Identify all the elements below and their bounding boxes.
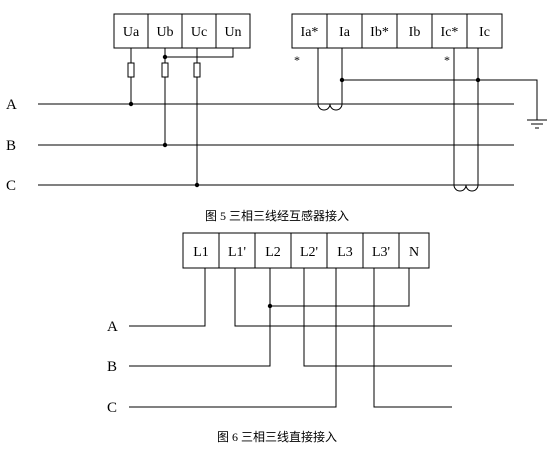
figure-5-caption: 图 5 三相三线经互感器接入: [205, 208, 349, 223]
terminal-ib-star-box: [361, 13, 398, 49]
phase-c-label-2: C: [107, 400, 117, 416]
junction-ub-b: [162, 142, 168, 148]
terminal-l1p-label: L1': [228, 245, 246, 260]
terminal-un-label: Un: [224, 25, 241, 40]
junction-ia-common: [339, 77, 345, 83]
terminal-ic-star-box: [431, 13, 468, 49]
line-c-in: [129, 268, 337, 408]
terminal-l3-label: L3: [337, 245, 353, 260]
terminal-un-box: [215, 13, 251, 49]
terminal-ia-box: [326, 13, 363, 49]
ct-loop-c: [453, 48, 479, 192]
terminal-l2-label: L2: [265, 245, 281, 260]
terminal-ub-box: [147, 13, 183, 49]
terminal-ic-label: Ic: [479, 25, 490, 40]
terminal-ua-box: [113, 13, 149, 49]
voltage-terminal-block: Ua Ub Uc Un: [113, 13, 251, 49]
junction-uc-c: [194, 182, 200, 188]
terminal-n-box: [398, 232, 430, 269]
wire-n: [270, 268, 410, 307]
figure-6: L1 L1' L2 L2' L3 L3' N A B C 图 6 三相三线直接接…: [107, 232, 452, 444]
terminal-ia-star-label: Ia*: [301, 25, 319, 40]
phase-b-label: B: [6, 138, 16, 154]
line-c-out: [373, 268, 452, 408]
wire-un: [165, 48, 234, 58]
terminal-uc-label: Uc: [191, 25, 207, 40]
line-b-out: [303, 268, 452, 367]
terminal-n-label: N: [409, 245, 419, 260]
terminal-ua-label: Ua: [123, 25, 140, 40]
terminal-l3p-box: [362, 232, 400, 269]
terminal-l3-box: [326, 232, 364, 269]
ct-loop-a: [317, 48, 343, 111]
terminal-ia-label: Ia: [339, 25, 351, 40]
phase-a-label: A: [6, 97, 17, 113]
figure-6-caption: 图 6 三相三线直接接入: [217, 429, 337, 444]
line-a-in: [129, 268, 206, 327]
terminal-l2-box: [254, 232, 292, 269]
terminal-ib-label: Ib: [409, 25, 421, 40]
terminal-l2p-label: L2': [300, 245, 318, 260]
terminal-l1-label: L1: [193, 245, 209, 260]
junction-un: [162, 54, 168, 60]
direct-terminal-block: L1 L1' L2 L2' L3 L3' N: [182, 232, 430, 269]
terminal-ib-star-label: Ib*: [370, 25, 389, 40]
polarity-mark-ia: *: [294, 53, 300, 67]
terminal-uc-box: [181, 13, 217, 49]
terminal-ia-star-box: [291, 13, 328, 49]
phase-a-label-2: A: [107, 319, 118, 335]
fuse-ub: [161, 62, 169, 78]
ground-icon: [527, 119, 547, 129]
junction-ua-a: [128, 101, 134, 107]
terminal-l1-box: [182, 232, 220, 269]
wire-ct-common: [342, 79, 538, 120]
terminal-l3p-label: L3': [372, 245, 390, 260]
junction-n-b: [267, 303, 273, 309]
terminal-ub-label: Ub: [156, 25, 173, 40]
junction-ic-common: [475, 77, 481, 83]
terminal-ic-star-label: Ic*: [441, 25, 459, 40]
current-terminal-block: Ia* Ia Ib* Ib Ic* Ic: [291, 13, 503, 49]
terminal-ib-box: [396, 13, 433, 49]
fuse-uc: [193, 62, 201, 78]
phase-b-label-2: B: [107, 359, 117, 375]
terminal-ic-box: [466, 13, 503, 49]
line-a-out: [234, 268, 452, 327]
line-b-in: [129, 268, 271, 367]
fuse-ua: [127, 62, 135, 78]
polarity-mark-ic: *: [444, 53, 450, 67]
phase-c-label: C: [6, 178, 16, 194]
figure-5: Ua Ub Uc Un Ia* Ia Ib* Ib Ic* Ic * * A B: [6, 13, 547, 223]
